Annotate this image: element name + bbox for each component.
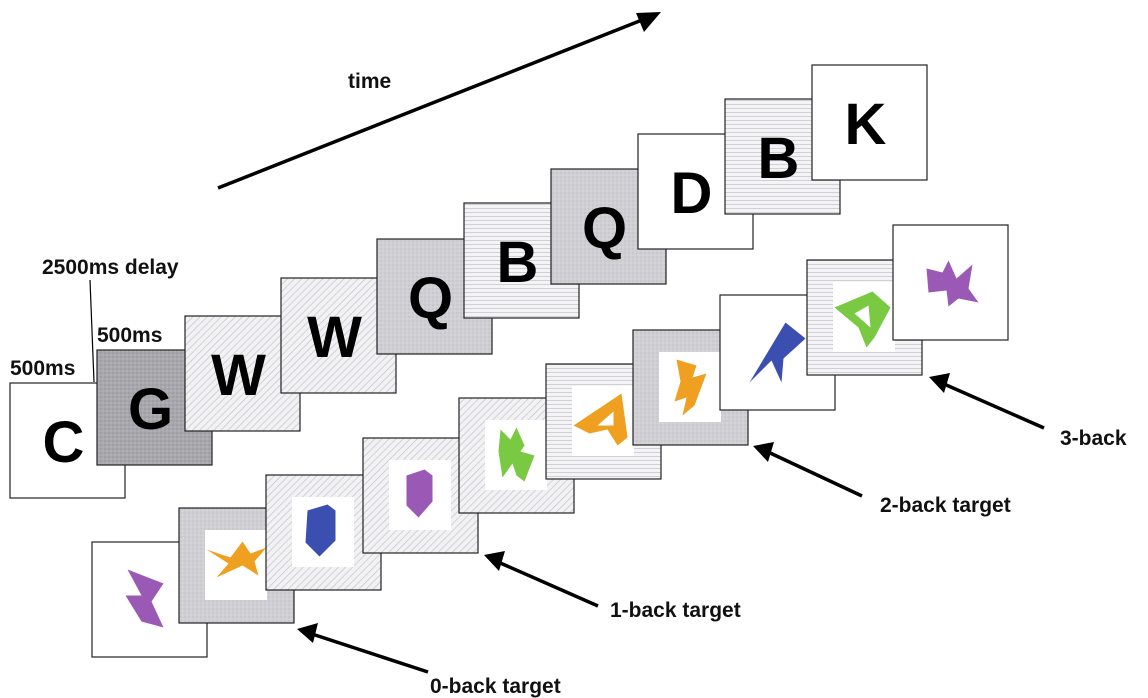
blue-shield-icon [305, 504, 336, 557]
orange-bolt-icon [674, 359, 707, 416]
duration-500ms-label-2: 500ms [97, 324, 162, 347]
target-label-0back: 0-back target [430, 675, 561, 698]
stimulus-letter: B [758, 126, 800, 191]
target-arrow-3back [929, 373, 1045, 430]
orange-star-icon [206, 541, 267, 578]
purple-fish-icon [926, 260, 979, 307]
green-bolt-icon [498, 427, 535, 482]
letter-card: K [811, 64, 928, 181]
duration-500ms-label-1: 500ms [10, 357, 75, 380]
stimulus-letter: Q [582, 196, 627, 261]
time-arrow [217, 12, 661, 190]
target-arrow-1back [484, 551, 599, 608]
shape-card [265, 474, 382, 591]
delay-2500ms-label: 2500ms delay [42, 256, 179, 279]
green-triangle-icon [834, 291, 891, 348]
shape-card [892, 224, 1009, 341]
blue-wedge-icon [749, 322, 806, 383]
stimulus-letter: G [128, 377, 173, 442]
orange-triangle-icon [573, 393, 628, 446]
shape-stimulus-sequence [91, 224, 1009, 658]
letter-card: W [280, 277, 397, 394]
letter-card: B [724, 98, 841, 215]
time-label: time [348, 70, 391, 93]
stimulus-letter: B [497, 230, 539, 295]
stimulus-letter: D [671, 161, 713, 226]
delay-callout-line [89, 279, 95, 383]
target-label-2back: 2-back target [880, 494, 1011, 517]
target-arrow-0back [297, 623, 429, 674]
stimulus-letter: Q [408, 266, 453, 331]
target-label-1back: 1-back target [610, 599, 741, 622]
purple-bowtie-icon [125, 569, 164, 628]
purple-shield-icon [406, 469, 433, 518]
target-arrow-2back [753, 442, 863, 498]
stimulus-letter: W [211, 343, 266, 408]
stimulus-letter: K [845, 92, 887, 157]
stimulus-letter: C [43, 410, 85, 475]
stimulus-letter: W [307, 305, 362, 370]
target-label-3back: 3-back [1060, 427, 1127, 450]
